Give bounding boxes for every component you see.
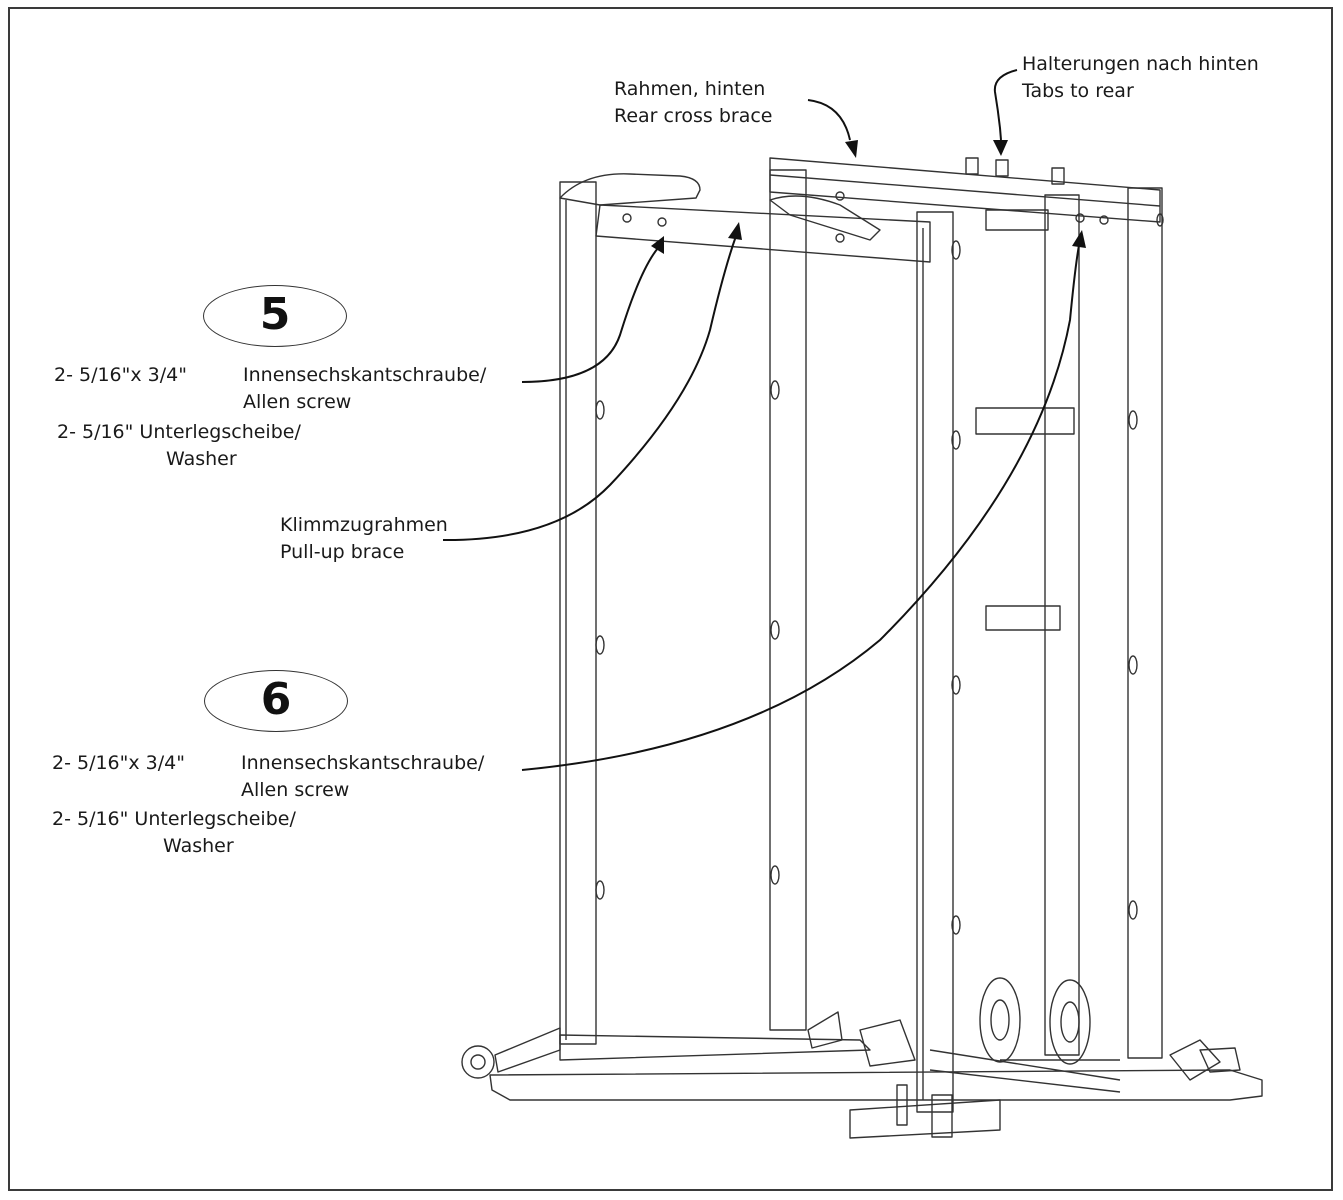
arrowhead-pull-up-brace — [728, 222, 742, 240]
pull-up-brace — [559, 173, 931, 263]
diagram-frame — [8, 7, 1333, 1191]
top-bolts — [622, 191, 1109, 243]
leader-rear-cross-brace — [807, 99, 851, 141]
rear-tabs — [965, 157, 1065, 185]
callout-rear-cross-brace-en: Rear cross brace — [614, 105, 773, 127]
step-5-screw-en: Allen screw — [243, 391, 352, 413]
leader-step6-bolt — [521, 244, 1080, 771]
callout-pull-up-brace-de: Klimmzugrahmen — [280, 514, 448, 536]
left-wheel — [461, 1027, 561, 1079]
front-left-upright — [559, 181, 597, 1045]
arrowhead-step5-bolt — [651, 236, 664, 254]
step-5-badge — [203, 285, 347, 347]
center-bracket — [896, 1084, 953, 1138]
leader-tabs-to-rear — [993, 69, 1018, 141]
upright-holes — [595, 213, 1164, 935]
step-5-screw-qty: 2- 5/16"x 3/4" — [54, 364, 187, 386]
callout-tabs-to-rear-en: Tabs to rear — [1022, 80, 1134, 102]
step-6-screw-qty: 2- 5/16"x 3/4" — [52, 752, 185, 774]
step-6-washer-en: Washer — [163, 835, 234, 857]
step-6-badge — [204, 670, 348, 732]
leader-pull-up-brace — [442, 235, 737, 542]
step-6-screw-en: Allen screw — [241, 779, 350, 801]
leader-step5-bolt — [521, 247, 659, 383]
arrowhead-step6-bolt — [1072, 230, 1086, 248]
callout-pull-up-brace-en: Pull-up brace — [280, 541, 405, 563]
front-right-upright — [916, 211, 954, 1113]
step-5-screw-de: Innensechskantschraube/ — [243, 364, 487, 386]
step-6-screw-de: Innensechskantschraube/ — [241, 752, 485, 774]
callout-tabs-to-rear-de: Halterungen nach hinten — [1022, 53, 1259, 75]
arrowhead-rear-cross-brace — [845, 140, 858, 158]
arrowhead-tabs-to-rear — [993, 140, 1008, 156]
pulleys — [979, 977, 1091, 1065]
base-frame — [489, 1034, 1263, 1139]
step-5-number: 5 — [259, 289, 291, 340]
step-5-washer-en: Washer — [166, 448, 237, 470]
step-6-number: 6 — [260, 674, 292, 725]
j-hook-plates — [975, 209, 1075, 631]
rear-right-upright — [1044, 187, 1163, 1059]
step-5-washer-de: 2- 5/16" Unterlegscheibe/ — [57, 421, 301, 443]
rear-left-upright — [769, 169, 807, 1031]
step-6-washer-de: 2- 5/16" Unterlegscheibe/ — [52, 808, 296, 830]
rear-cross-brace — [769, 157, 1161, 223]
callout-rear-cross-brace-de: Rahmen, hinten — [614, 78, 766, 100]
foot-plates — [807, 1011, 1241, 1081]
